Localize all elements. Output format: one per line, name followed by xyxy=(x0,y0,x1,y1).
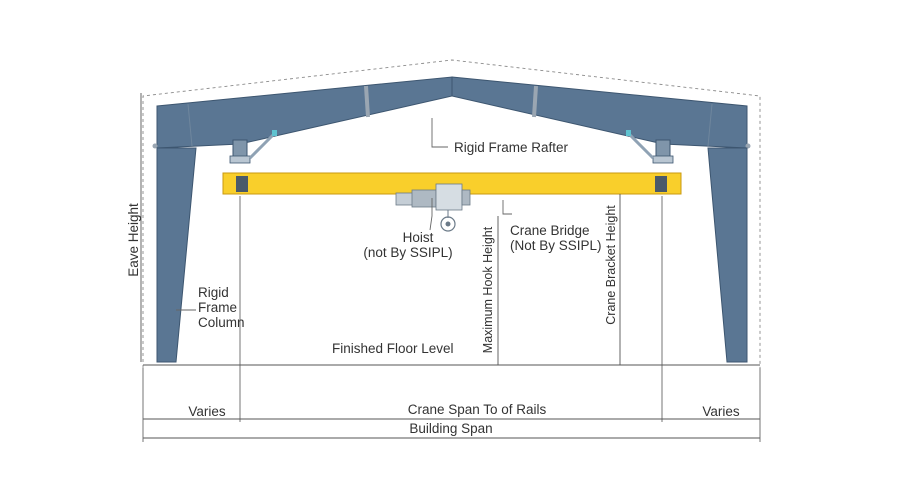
splice-left xyxy=(364,85,370,118)
crane-span-label: Crane Span To of Rails xyxy=(408,402,547,417)
rigid-frame-column-right xyxy=(707,147,748,363)
knee-splice-left xyxy=(187,103,193,147)
building-outline xyxy=(142,59,761,368)
knee-splice-right xyxy=(707,103,713,147)
eave-height-label: Eave Height xyxy=(126,203,141,277)
column-label-line3: Column xyxy=(198,315,245,330)
crane-bracket-right xyxy=(626,130,674,164)
bridge-label-line1: Crane Bridge xyxy=(510,223,590,238)
hoist-leader xyxy=(429,198,433,231)
max-hook-height-label: Maximum Hook Height xyxy=(481,226,495,353)
hoist xyxy=(395,183,471,232)
rafter-label: Rigid Frame Rafter xyxy=(454,140,569,155)
knee-bolt-right xyxy=(745,143,751,149)
crane-bridge xyxy=(222,172,682,195)
varies-left-label: Varies xyxy=(188,404,226,419)
floor-level-label: Finished Floor Level xyxy=(332,341,454,356)
knee-bolt-left xyxy=(152,143,158,149)
crane-bracket-height-label: Crane Bracket Height xyxy=(604,205,618,325)
building-span-label: Building Span xyxy=(409,421,492,436)
rafter-leader xyxy=(431,118,448,148)
rafter-right xyxy=(451,76,748,149)
varies-right-label: Varies xyxy=(702,404,740,419)
rafter-left xyxy=(156,76,453,149)
crane-bracket-left xyxy=(229,130,277,164)
column-label-line2: Frame xyxy=(198,300,237,315)
bridge-leader xyxy=(502,200,512,215)
splice-right xyxy=(532,85,538,118)
column-label-line1: Rigid xyxy=(198,285,229,300)
hoist-label-line2: (not By SSIPL) xyxy=(363,245,452,260)
bridge-label-line2: (Not By SSIPL) xyxy=(510,238,602,253)
hoist-label-line1: Hoist xyxy=(403,230,434,245)
rigid-frame-column-left xyxy=(156,147,197,363)
